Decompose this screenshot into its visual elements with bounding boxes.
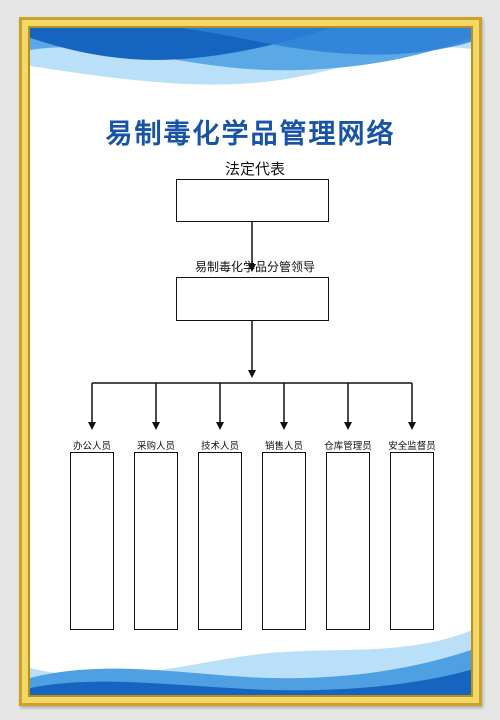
role-box [198, 452, 242, 630]
wave-decoration [30, 28, 471, 695]
role-box [134, 452, 178, 630]
poster-title: 易制毒化学品管理网络 [105, 119, 396, 150]
top-wave-dark-right [180, 28, 471, 55]
role-label: 采购人员 [136, 441, 175, 452]
role-box [262, 452, 306, 630]
bottom-wave-dark [30, 669, 471, 695]
role-label: 技术人员 [200, 441, 239, 452]
role-label: 办公人员 [72, 441, 111, 452]
legal-representative-label: 法定代表 [224, 160, 285, 178]
poster-panel: 易制毒化学品管理网络 法定代表 易制毒化学品分管领导 办公人员采购人员技术人员销… [28, 26, 473, 697]
role-label: 安全监督员 [388, 441, 436, 452]
role-box [390, 452, 434, 630]
leader-box [176, 277, 329, 321]
connector-lines [88, 222, 416, 430]
role-label: 仓库管理员 [324, 441, 372, 452]
role-box [70, 452, 114, 630]
role-box [326, 452, 370, 630]
gold-frame: 易制毒化学品管理网络 法定代表 易制毒化学品分管领导 办公人员采购人员技术人员销… [19, 17, 482, 706]
legal-representative-box [176, 179, 329, 222]
role-label: 销售人员 [264, 441, 303, 452]
